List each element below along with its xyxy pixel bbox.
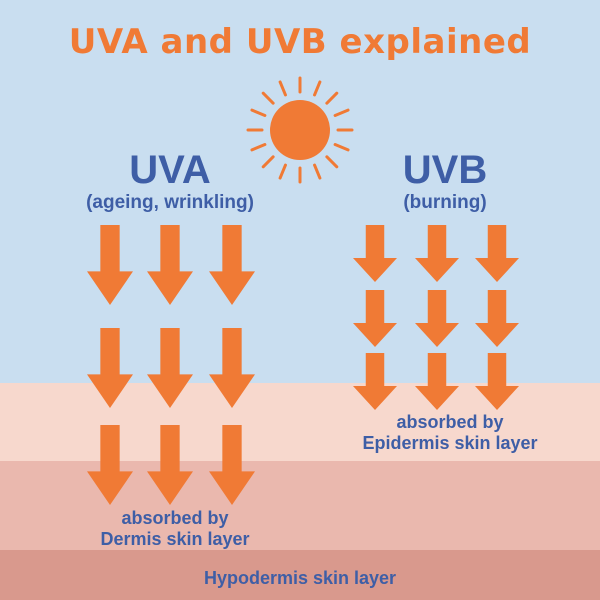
uvb-down-arrow-icon [475, 353, 519, 410]
sun-ray [250, 143, 267, 152]
sun-ray [261, 155, 275, 169]
uva-down-arrow-icon [147, 225, 193, 305]
uvb-caption-line1: absorbed by [396, 412, 504, 432]
sun-ray [278, 80, 287, 97]
uvb-down-arrow-icon [415, 353, 459, 410]
uva-down-arrow-icon [87, 328, 133, 408]
sun-disc [270, 100, 330, 160]
uva-down-arrow-icon [87, 225, 133, 305]
uvb-caption-line2: Epidermis skin layer [362, 433, 538, 453]
uva-down-arrow-icon [147, 328, 193, 408]
uva-subheading: (ageing, wrinkling) [86, 192, 254, 213]
uvb-down-arrow-icon [415, 290, 459, 347]
uva-down-arrow-icon [209, 328, 255, 408]
hypodermis-label: Hypodermis skin layer [203, 568, 397, 588]
uvb-subheading: (burning) [403, 192, 487, 213]
uva-down-arrow-icon [87, 425, 133, 505]
uvb-down-arrow-icon [475, 225, 519, 282]
sun-ray [333, 108, 350, 117]
sun-ray [313, 80, 322, 97]
sun-icon [246, 76, 354, 184]
uva-caption-line1: absorbed by [121, 508, 229, 528]
uva-down-arrow-icon [147, 425, 193, 505]
uva-down-arrow-icon [209, 225, 255, 305]
uva-caption-line2: Dermis skin layer [100, 529, 250, 549]
sun-ray [325, 155, 339, 169]
sun-ray [261, 91, 275, 105]
hypodermis-layer [0, 550, 600, 600]
uva-down-arrow-icon [209, 425, 255, 505]
uvb-down-arrow-icon [353, 353, 397, 410]
sun-ray [278, 163, 287, 180]
uva-absorption-caption: absorbed by Dermis skin layer [30, 508, 320, 550]
uvb-heading: UVB [402, 148, 488, 192]
uvb-down-arrow-icon [353, 225, 397, 282]
uvb-down-arrow-icon [475, 290, 519, 347]
sun-ray [250, 108, 267, 117]
uvb-down-arrow-icon [353, 290, 397, 347]
uvb-absorption-caption: absorbed by Epidermis skin layer [305, 412, 595, 454]
uva-heading: UVA [129, 148, 211, 192]
uvb-down-arrow-icon [415, 225, 459, 282]
page-title: UVA and UVB explained [68, 22, 532, 62]
sun-ray [325, 91, 339, 105]
sun-ray [333, 143, 350, 152]
sun-ray [313, 163, 322, 180]
